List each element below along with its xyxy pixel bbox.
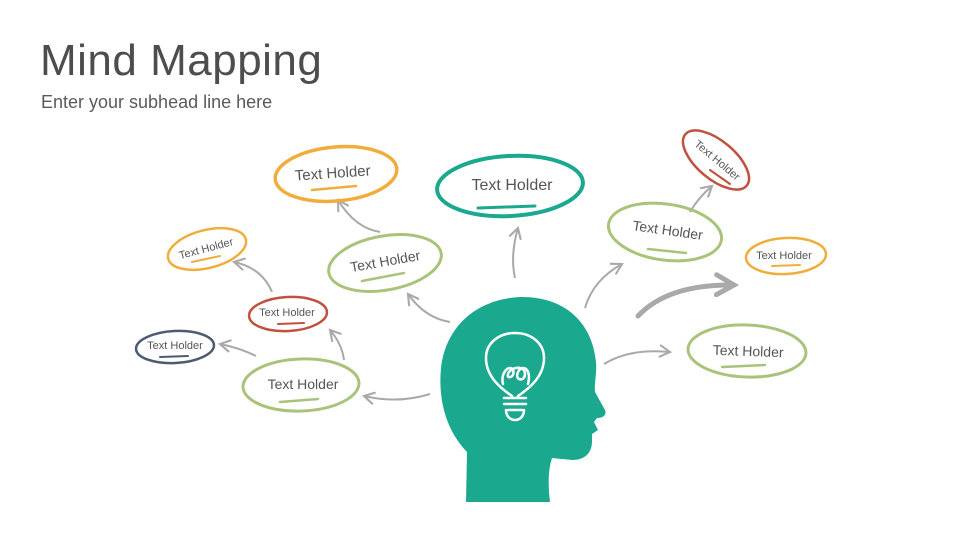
slide-subtitle: Enter your subhead line here [41, 92, 273, 112]
node-8-label: Text Holder [632, 217, 705, 243]
node-7-ellipse [241, 357, 361, 413]
node-8: Text Holder [606, 201, 724, 263]
node-5: Text Holder [247, 295, 329, 333]
node-8-underline [646, 247, 688, 255]
node-6-underline [159, 355, 189, 358]
node-11: Text Holder [686, 323, 808, 379]
node-5-underline [277, 322, 305, 325]
node-7-underline [278, 397, 320, 404]
arrow-to-node-6 [217, 339, 257, 357]
arrow-to-node-1 [508, 225, 522, 279]
node-2-underline [310, 184, 358, 192]
head-silhouette [440, 296, 606, 502]
node-10: Text Holder [744, 236, 828, 276]
node-5-ellipse [247, 295, 329, 333]
node-9-ellipse [681, 129, 751, 191]
arrow-to-node-2 [336, 198, 381, 233]
node-10-underline [771, 264, 801, 267]
node-2-label: Text Holder [294, 162, 371, 184]
node-7-label: Text Holder [268, 376, 339, 392]
node-11-ellipse [686, 323, 808, 379]
node-6-label: Text Holder [147, 340, 203, 352]
node-3: Text Holder [327, 233, 443, 293]
node-1-label: Text Holder [472, 177, 554, 194]
arrow-to-node-10 [635, 272, 740, 319]
node-10-ellipse [744, 236, 828, 276]
arrow-to-node-8 [584, 262, 624, 309]
node-2: Text Holder [273, 144, 399, 204]
arrow-to-node-5 [328, 328, 345, 361]
node-1-ellipse [435, 153, 585, 219]
node-3-underline [360, 271, 406, 283]
node-4-underline [191, 255, 221, 263]
node-1: Text Holder [435, 153, 585, 219]
node-9: Text Holder [681, 129, 751, 191]
node-11-label: Text Holder [713, 342, 785, 360]
node-8-ellipse [606, 201, 724, 263]
node-5-label: Text Holder [259, 307, 315, 319]
arrow-to-node-11 [603, 344, 673, 365]
arrow-to-node-9 [689, 184, 714, 213]
arrow-to-node-7 [361, 391, 431, 405]
node-3-label: Text Holder [349, 247, 422, 275]
node-6: Text Holder [134, 329, 216, 365]
node-1-underline [476, 204, 537, 210]
node-9-underline [709, 169, 731, 185]
slide-title: Mind Mapping [40, 36, 323, 85]
head-lightbulb-icon [440, 296, 606, 502]
node-9-label: Text Holder [692, 138, 743, 183]
node-3-ellipse [327, 233, 443, 293]
node-6-ellipse [134, 329, 216, 365]
node-4: Text Holder [166, 226, 248, 272]
node-2-ellipse [273, 144, 399, 204]
arrow-to-node-3 [406, 292, 451, 323]
node-10-label: Text Holder [756, 250, 812, 262]
arrow-to-node-4 [231, 257, 273, 293]
node-4-ellipse [166, 226, 248, 272]
node-7: Text Holder [241, 357, 361, 413]
node-11-underline [720, 363, 767, 369]
lightbulb-icon [484, 331, 546, 422]
